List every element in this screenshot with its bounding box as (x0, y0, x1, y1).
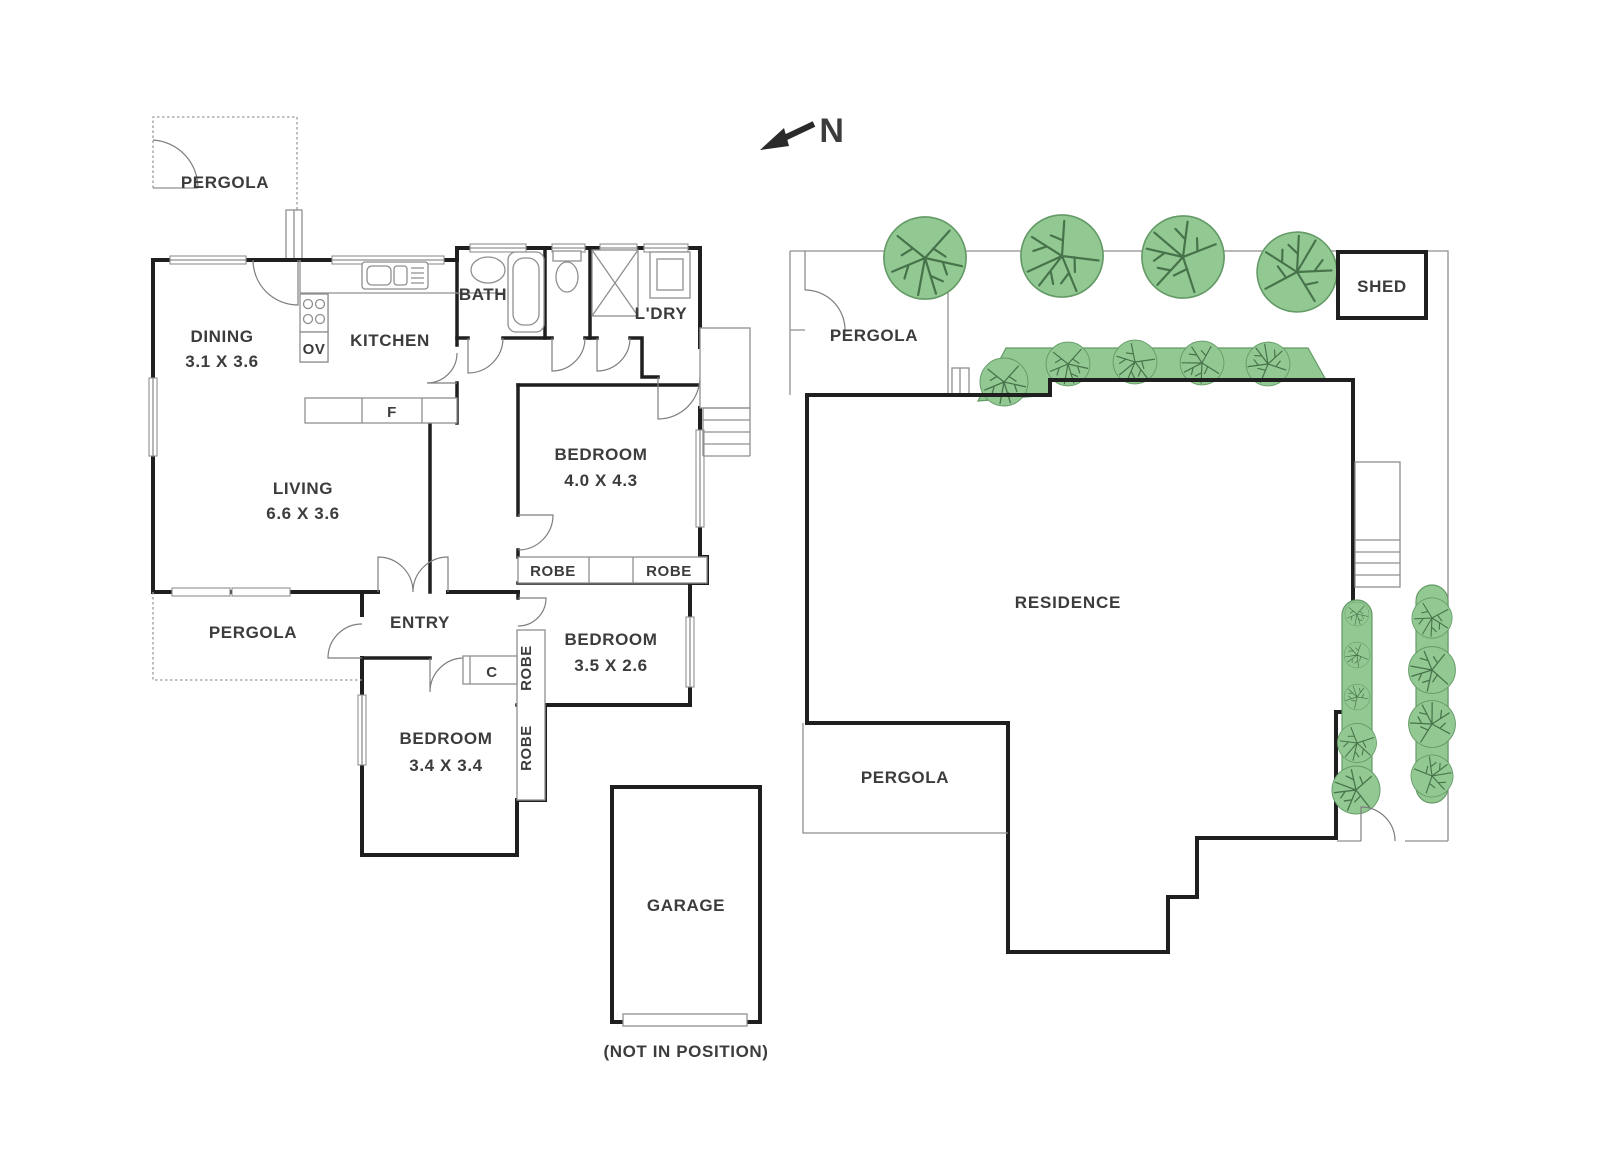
basin (470, 256, 506, 284)
garage-note: (NOT IN POSITION) (603, 1042, 768, 1061)
north-arrow: N (760, 112, 844, 150)
living-dims: 6.6 X 3.6 (266, 504, 339, 523)
laundry-label: L'DRY (635, 304, 688, 323)
tree-icon (1407, 645, 1457, 695)
toilet-bowl (555, 261, 579, 293)
site-plan: PERGOLA SHED RESIDENCE PERGOLA (789, 197, 1460, 954)
tree-icon (1244, 219, 1350, 325)
site-pergola-bottom (802, 723, 1008, 834)
robe-vertical-upper-label: ROBE (518, 645, 535, 691)
kitchen-label: KITCHEN (350, 331, 430, 350)
closet-label: C (486, 664, 497, 681)
tree-icon (1003, 197, 1121, 315)
gate-swing (1360, 806, 1396, 842)
bath-label: BATH (459, 285, 507, 304)
robe-column (462, 629, 546, 801)
wall-bath-dividers (543, 246, 592, 340)
rear-landing-steps (699, 327, 751, 457)
north-arrow-head (760, 128, 789, 150)
robe-vertical-lower-label: ROBE (518, 725, 535, 771)
kitchen-fittings (299, 260, 505, 424)
bedroom3-dims: 3.4 X 3.4 (409, 756, 482, 775)
oven-label: OV (303, 341, 326, 358)
pergola-top-label: PERGOLA (181, 173, 269, 192)
site-pergola-top (789, 251, 970, 396)
tree-icon (1125, 199, 1241, 315)
robe-band (517, 556, 708, 584)
tree-icon (1103, 330, 1167, 394)
pergola-top-outline (152, 116, 303, 261)
kitchen-bench (304, 397, 363, 424)
residence-label: RESIDENCE (1015, 593, 1121, 612)
boundary-trees (882, 197, 1350, 325)
outer-wall-north (151, 246, 702, 594)
east-garden-strips (1327, 584, 1460, 819)
dining-dims: 3.1 X 3.6 (185, 352, 258, 371)
kitchen-sink (361, 261, 429, 290)
robe-right-label: ROBE (646, 563, 692, 580)
garage-label: GARAGE (647, 896, 725, 915)
site-steps (1354, 461, 1401, 588)
tree-icon (1405, 591, 1459, 645)
entry-label: ENTRY (390, 613, 450, 632)
toilet-tank (552, 250, 582, 262)
shed-outline (1336, 250, 1428, 320)
windows (148, 243, 705, 766)
pergola-side-label: PERGOLA (209, 623, 297, 642)
wall-bath-south (455, 336, 660, 379)
site-pergola-top-label: PERGOLA (830, 326, 918, 345)
tree-icon (1404, 748, 1460, 804)
bedroom1-label: BEDROOM (555, 445, 648, 464)
tree-icon (882, 215, 968, 301)
fridge-label: F (387, 404, 397, 421)
kitchen-bench2 (421, 397, 458, 424)
closet-box (462, 655, 518, 685)
bathtub (507, 251, 545, 333)
tree-icon (1239, 335, 1297, 393)
tree-icon (1329, 715, 1385, 771)
bath-fixtures (470, 249, 691, 333)
robe-left-label: ROBE (530, 563, 576, 580)
pergola-side-outline (152, 592, 362, 681)
shed-label: SHED (1357, 277, 1407, 296)
tree-icon (1404, 696, 1460, 752)
bedroom1-dims: 4.0 X 4.3 (564, 471, 637, 490)
dining-label: DINING (190, 327, 253, 346)
living-label: LIVING (273, 479, 333, 498)
bedroom2-dims: 3.5 X 2.6 (574, 656, 647, 675)
stove-cooktop (299, 293, 329, 333)
tree-icon (979, 357, 1029, 407)
residence-outline (805, 378, 1355, 954)
tree-icon (1344, 601, 1370, 627)
garage-door (622, 1013, 748, 1027)
bedroom3-label: BEDROOM (400, 729, 493, 748)
bedroom2-label: BEDROOM (565, 630, 658, 649)
floor-plan: PERGOLA DINING 3.1 X 3.6 KITCHEN OV F BA… (148, 116, 768, 1061)
north-label: N (819, 112, 844, 150)
oven-box (299, 331, 329, 363)
site-pergola-bottom-label: PERGOLA (861, 768, 949, 787)
garage-outline (610, 785, 762, 1027)
